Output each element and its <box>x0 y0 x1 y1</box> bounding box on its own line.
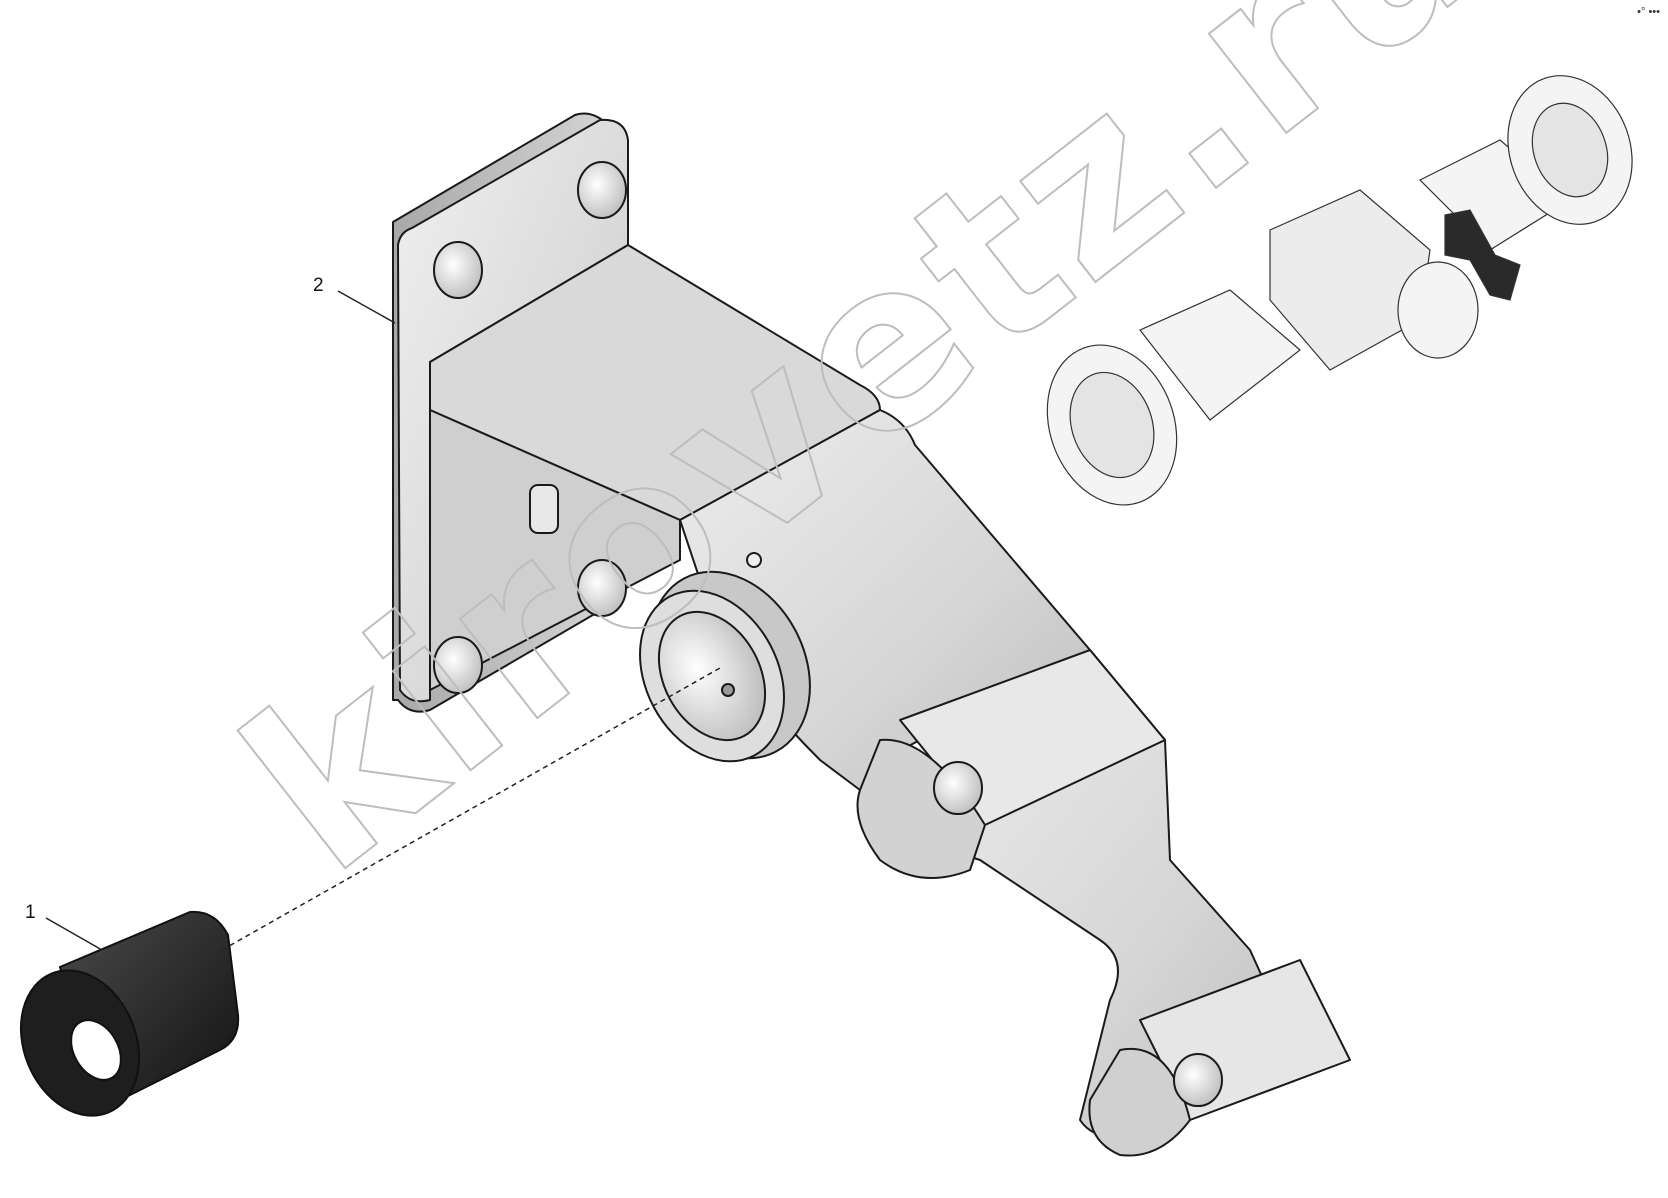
callout-1: 1 <box>25 902 36 923</box>
bushing-part-1 <box>19 910 240 1117</box>
leader-line-2 <box>337 290 396 324</box>
highlighted-bracket-locator <box>1444 209 1521 301</box>
grease-port <box>746 552 762 568</box>
plate-hole-top-right <box>577 161 627 219</box>
axle-hub-left-inner <box>1069 371 1155 479</box>
upper-lug-hole <box>933 761 983 815</box>
axle-differential <box>1397 261 1479 359</box>
callout-2: 2 <box>313 275 324 296</box>
axle-housing-left <box>1139 289 1301 421</box>
bore-hole <box>657 610 767 742</box>
lower-eye-lug <box>1088 1047 1191 1157</box>
pin-hole <box>721 683 735 697</box>
axle-hub-right-inner <box>1531 102 1609 198</box>
corner-mark: •° ••• <box>1637 6 1660 18</box>
bracket-part-2 <box>392 112 1351 1157</box>
lower-plate <box>429 409 681 691</box>
axle-center-housing <box>1269 189 1431 371</box>
plate-hole-top-left <box>433 241 483 299</box>
upper-eye-lug <box>856 738 986 879</box>
plate-boss <box>529 484 559 534</box>
plate-hole-bottom-right <box>577 559 627 617</box>
lower-lug-hole <box>1173 1053 1223 1107</box>
bushing-bore <box>70 1019 122 1081</box>
leader-line-1 <box>45 917 103 951</box>
plate-hole-bottom-left <box>433 636 483 694</box>
axle-assembly-locator <box>1046 75 1633 506</box>
